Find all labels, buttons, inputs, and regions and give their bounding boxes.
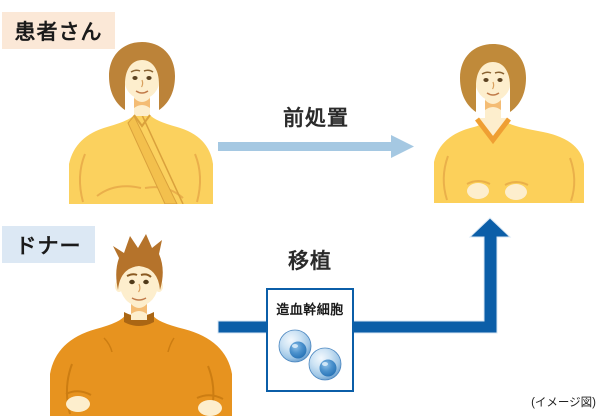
stem-cells-icon <box>278 329 342 381</box>
donor-label-text: ドナー <box>15 234 82 258</box>
donor-label: ドナー <box>2 226 95 263</box>
stem-cell-box: 造血幹細胞 <box>266 288 354 392</box>
image-note: (イメージ図) <box>531 397 596 409</box>
patient-label: 患者さん <box>2 12 115 49</box>
patient-label-text: 患者さん <box>14 20 103 44</box>
pretreatment-label: 前処置 <box>283 107 349 130</box>
patient-after-figure <box>434 44 584 203</box>
transplant-arrow-icon <box>217 217 512 334</box>
stem-cell-box-label: 造血幹細胞 <box>276 302 344 317</box>
donor-figure <box>50 234 232 416</box>
transplant-label: 移植 <box>288 250 332 273</box>
patient-before-figure <box>69 42 213 204</box>
pretreatment-arrow-icon <box>218 135 414 158</box>
